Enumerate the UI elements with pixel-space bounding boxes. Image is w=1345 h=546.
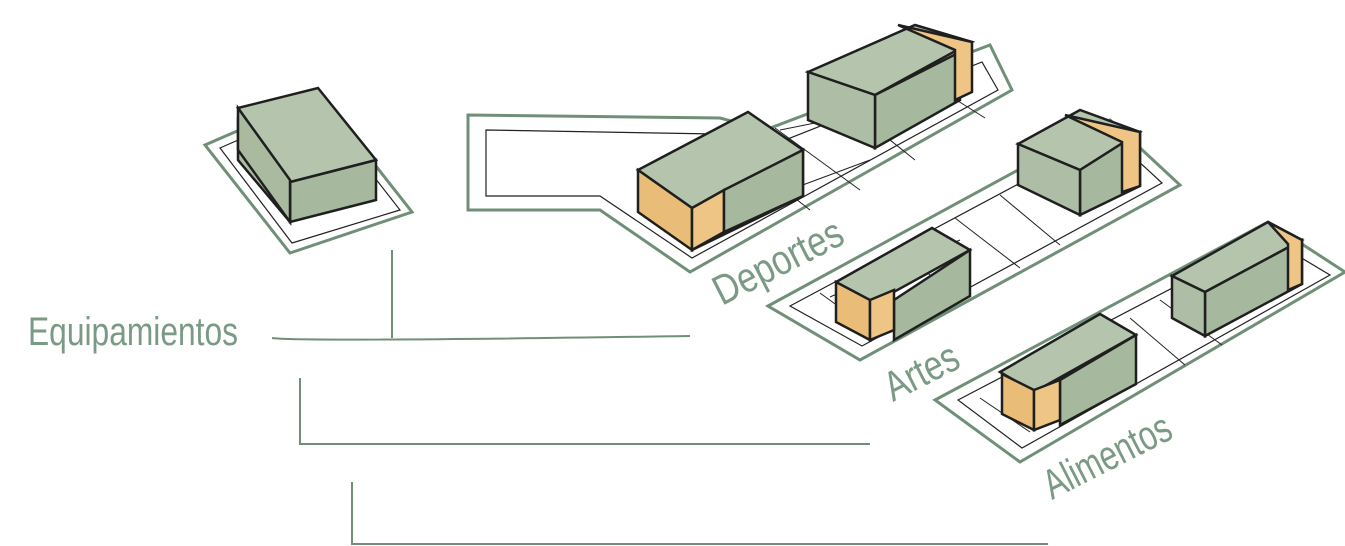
sports-plot <box>466 23 1014 274</box>
connector-lines <box>271 250 1048 545</box>
arts-plot <box>764 108 1183 362</box>
food-plot <box>932 220 1345 464</box>
main-label: Equipamientos <box>28 310 238 354</box>
standalone-building <box>202 86 415 255</box>
